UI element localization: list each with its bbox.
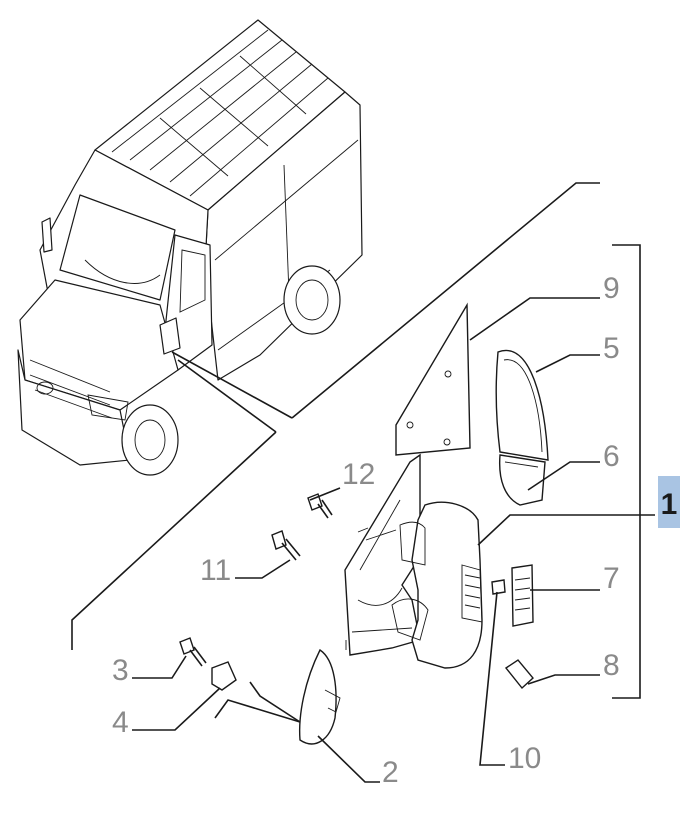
- callout-5[interactable]: 5: [603, 332, 620, 365]
- callout-6[interactable]: 6: [603, 440, 620, 473]
- callout-7[interactable]: 7: [603, 562, 620, 595]
- part-10-clip: [491, 579, 506, 595]
- callout-4[interactable]: 4: [112, 706, 129, 739]
- part-3-screw: [179, 637, 207, 667]
- callout-9[interactable]: 9: [603, 272, 620, 305]
- callout-labels: 1 2 3 4 5 6 7 8 9 10 11 12: [112, 272, 677, 789]
- van-illustration: [17, 19, 363, 476]
- callout-leader-lines: [132, 244, 655, 783]
- part-8-cover-cap: [504, 659, 534, 690]
- part-5-main-mirror-glass: [495, 349, 549, 461]
- callout-3[interactable]: 3: [112, 654, 129, 687]
- callout-10[interactable]: 10: [508, 742, 541, 775]
- part-11-bolt: [271, 530, 301, 561]
- callout-1-highlight: [658, 476, 680, 528]
- part-12-screw: [307, 493, 333, 519]
- callout-12[interactable]: 12: [342, 458, 375, 491]
- part-7-indicator-lamp: [511, 564, 534, 627]
- part-9-mounting-plate: [395, 302, 471, 456]
- part-2-cover-shell: [298, 648, 341, 745]
- part-4-nut: [211, 661, 237, 691]
- callout-8[interactable]: 8: [603, 649, 620, 682]
- callout-2[interactable]: 2: [382, 756, 399, 789]
- zoom-leader-lines: [71, 182, 600, 650]
- callout-11[interactable]: 11: [200, 554, 231, 587]
- callout-1[interactable]: 1: [661, 488, 678, 521]
- part-6-wide-angle-mirror-glass: [498, 454, 546, 506]
- part-1-mirror-housing: [391, 501, 483, 669]
